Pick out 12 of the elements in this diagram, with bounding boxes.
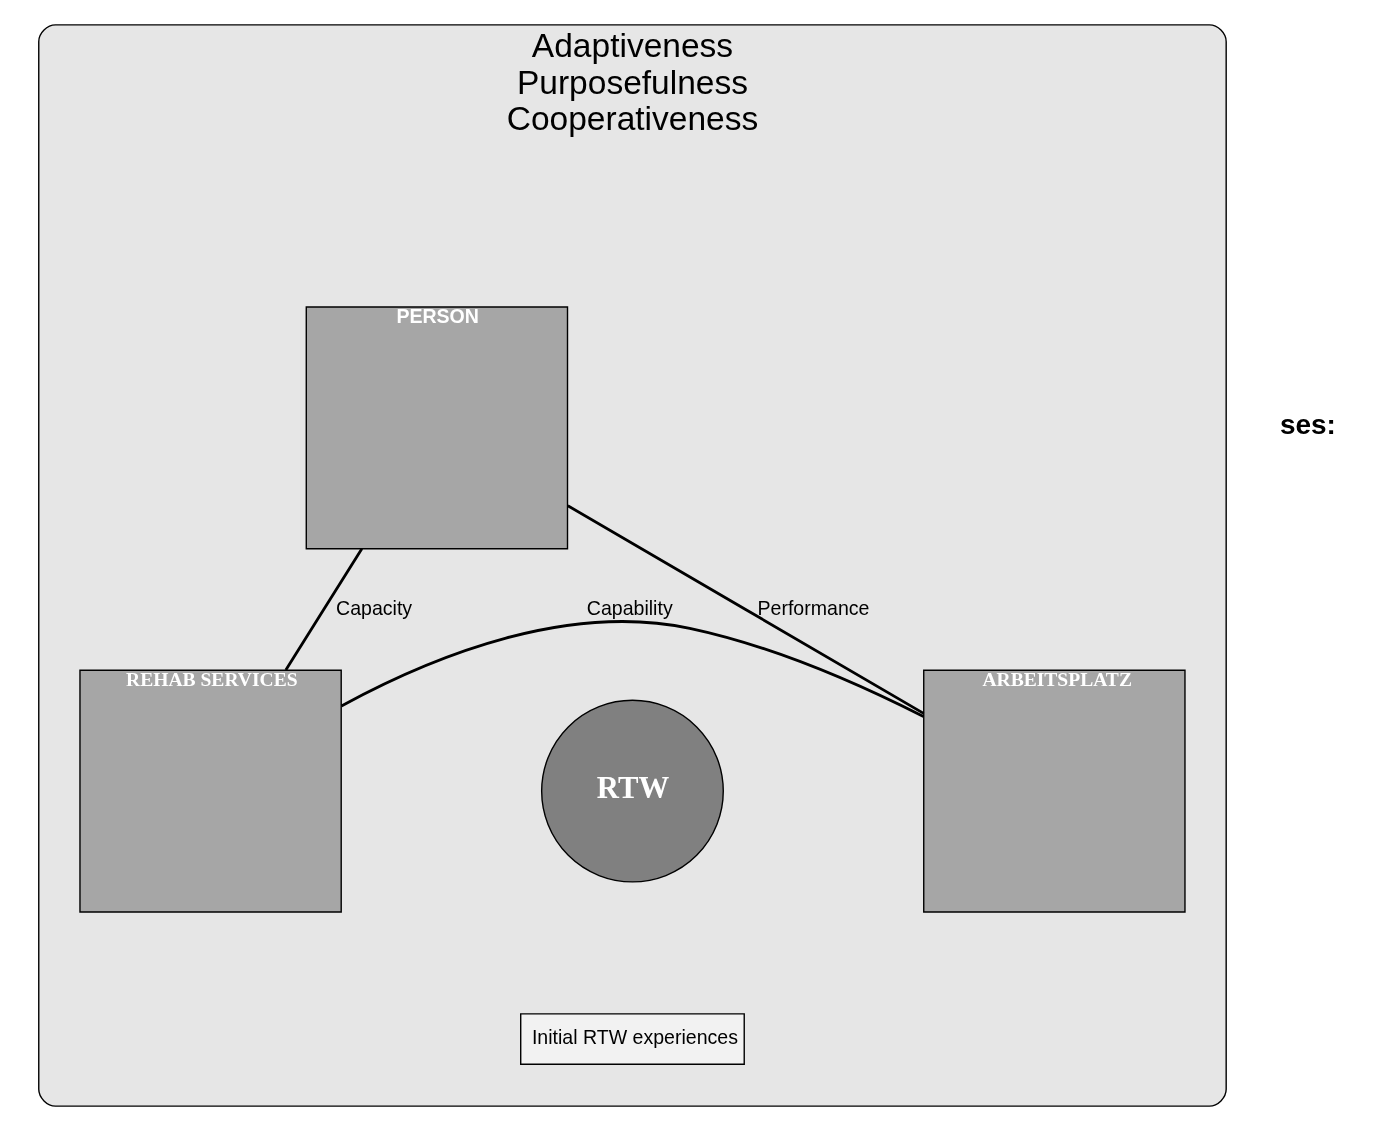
node-box: PERSON: [305, 306, 569, 550]
connector: [284, 548, 364, 671]
connector: [340, 620, 925, 718]
connector: [567, 504, 925, 715]
edge-label: Capability: [586, 596, 673, 619]
node-circle: RTW: [540, 699, 724, 883]
label: ses:: [1279, 408, 1336, 440]
node-box: ARBEITSPLATZ: [923, 669, 1186, 913]
edge-label: Capacity: [336, 596, 413, 619]
node-box: REHAB SERVICES: [79, 669, 342, 913]
edge-label: Performance: [757, 596, 870, 619]
node-box: Initial RTW experiences: [520, 1013, 745, 1065]
